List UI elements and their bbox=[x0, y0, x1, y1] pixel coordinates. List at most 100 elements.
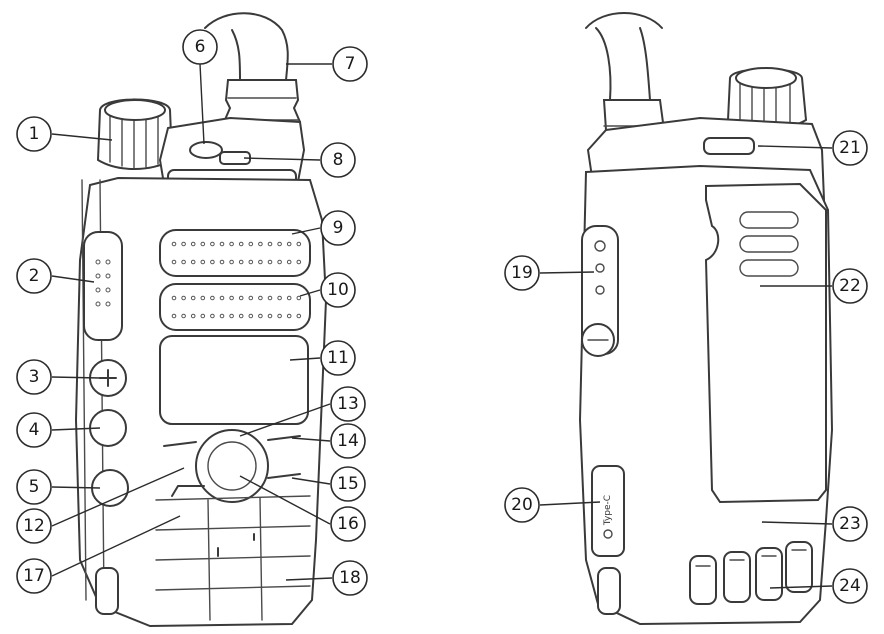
grille-dot bbox=[210, 259, 215, 265]
grille-dot bbox=[200, 241, 206, 247]
rear-view: Type-C bbox=[578, 12, 834, 626]
rear-antenna-cable bbox=[585, 12, 663, 29]
grille-dot bbox=[267, 259, 273, 265]
front-soft-key-right-lower bbox=[267, 473, 301, 479]
callout-21-label: 21 bbox=[839, 138, 861, 158]
callout-4-label: 4 bbox=[29, 420, 40, 440]
front-soft-key-right bbox=[267, 435, 301, 441]
callout-7: 7 bbox=[332, 46, 368, 82]
rear-clip-slots bbox=[739, 211, 799, 277]
callout-1: 1 bbox=[16, 116, 52, 152]
front-side-ptt-dots bbox=[95, 259, 111, 307]
grille-dot bbox=[190, 295, 196, 301]
grille-dot bbox=[229, 259, 234, 265]
grille-dot bbox=[248, 259, 254, 265]
callout-16: 16 bbox=[330, 506, 366, 542]
grille-dot bbox=[171, 313, 177, 319]
front-call-key bbox=[171, 485, 205, 497]
grille-dot bbox=[190, 259, 196, 265]
callout-17-label: 17 bbox=[23, 566, 45, 586]
callout-3: 3 bbox=[16, 359, 52, 395]
grille-dot bbox=[210, 295, 215, 301]
grille-dot bbox=[219, 295, 225, 301]
rear-top-slot bbox=[703, 137, 755, 155]
grille-dot bbox=[200, 295, 206, 301]
grille-dot bbox=[258, 313, 263, 319]
grille-dot bbox=[248, 295, 254, 301]
front-nav-ring bbox=[195, 429, 269, 503]
grille-dot bbox=[267, 241, 273, 247]
grille-dot bbox=[181, 313, 186, 319]
grille-dot bbox=[296, 295, 302, 301]
grille-dot bbox=[286, 313, 292, 319]
callout-10-label: 10 bbox=[327, 280, 349, 300]
grille-dot bbox=[229, 241, 234, 247]
callout-23-label: 23 bbox=[839, 514, 861, 534]
callout-24-label: 24 bbox=[839, 576, 861, 596]
grille-dot bbox=[229, 313, 234, 319]
grille-dot bbox=[248, 313, 254, 319]
callout-18-label: 18 bbox=[339, 568, 361, 588]
grille-dot bbox=[277, 241, 282, 247]
callout-16-label: 16 bbox=[337, 514, 359, 534]
callout-2-label: 2 bbox=[29, 266, 40, 286]
callout-3-label: 3 bbox=[29, 367, 40, 387]
callout-24: 24 bbox=[832, 568, 868, 604]
callout-13-label: 13 bbox=[337, 394, 359, 414]
callout-19: 19 bbox=[504, 255, 540, 291]
grille-dot bbox=[248, 241, 254, 247]
callout-13: 13 bbox=[330, 386, 366, 422]
callout-20: 20 bbox=[504, 487, 540, 523]
rear-bottom-contacts bbox=[689, 541, 813, 605]
grille-dot bbox=[219, 241, 225, 247]
grille-dot bbox=[219, 259, 225, 265]
grille-dot bbox=[296, 313, 302, 319]
grille-dot bbox=[200, 259, 206, 265]
front-grille-dots bbox=[171, 241, 302, 319]
callout-12: 12 bbox=[16, 508, 52, 544]
grille-dot bbox=[200, 313, 206, 319]
grille-dot bbox=[219, 313, 225, 319]
callout-6: 6 bbox=[182, 29, 218, 65]
grille-dot bbox=[238, 241, 244, 247]
callout-20-label: 20 bbox=[511, 495, 533, 515]
grille-dot bbox=[210, 241, 215, 247]
callout-6-label: 6 bbox=[195, 37, 206, 57]
callout-14: 14 bbox=[330, 423, 366, 459]
grille-dot bbox=[171, 259, 177, 265]
callout-8: 8 bbox=[320, 142, 356, 178]
grille-dot bbox=[258, 241, 263, 247]
grille-dot bbox=[181, 295, 186, 301]
callout-15-label: 15 bbox=[337, 474, 359, 494]
front-top-button bbox=[189, 141, 223, 159]
callout-14-label: 14 bbox=[337, 431, 359, 451]
grille-dot bbox=[210, 313, 215, 319]
callout-11-label: 11 bbox=[327, 348, 349, 368]
grille-dot bbox=[296, 259, 302, 265]
grille-dot bbox=[190, 241, 196, 247]
grille-dot bbox=[181, 259, 186, 265]
front-volume-knob bbox=[96, 98, 174, 170]
callout-9-label: 9 bbox=[333, 218, 344, 238]
grille-dot bbox=[181, 241, 186, 247]
grille-dot bbox=[286, 295, 292, 301]
grille-dot bbox=[296, 241, 302, 247]
grille-dot bbox=[258, 295, 263, 301]
callout-22-label: 22 bbox=[839, 276, 861, 296]
callout-2: 2 bbox=[16, 258, 52, 294]
front-antenna-cable bbox=[204, 12, 289, 81]
grille-dot bbox=[171, 295, 177, 301]
callout-12-label: 12 bbox=[23, 516, 45, 536]
callout-5: 5 bbox=[16, 469, 52, 505]
front-side-ptt bbox=[83, 231, 123, 341]
callout-22: 22 bbox=[832, 268, 868, 304]
front-view bbox=[74, 12, 328, 628]
callout-21: 21 bbox=[832, 130, 868, 166]
rear-usb-port-cover bbox=[591, 465, 625, 557]
grille-dot bbox=[171, 241, 177, 247]
grille-dot bbox=[229, 295, 234, 301]
front-speaker-grille-lower bbox=[159, 283, 311, 331]
grille-dot bbox=[267, 295, 273, 301]
front-keypad bbox=[155, 495, 311, 621]
grille-dot bbox=[286, 259, 292, 265]
